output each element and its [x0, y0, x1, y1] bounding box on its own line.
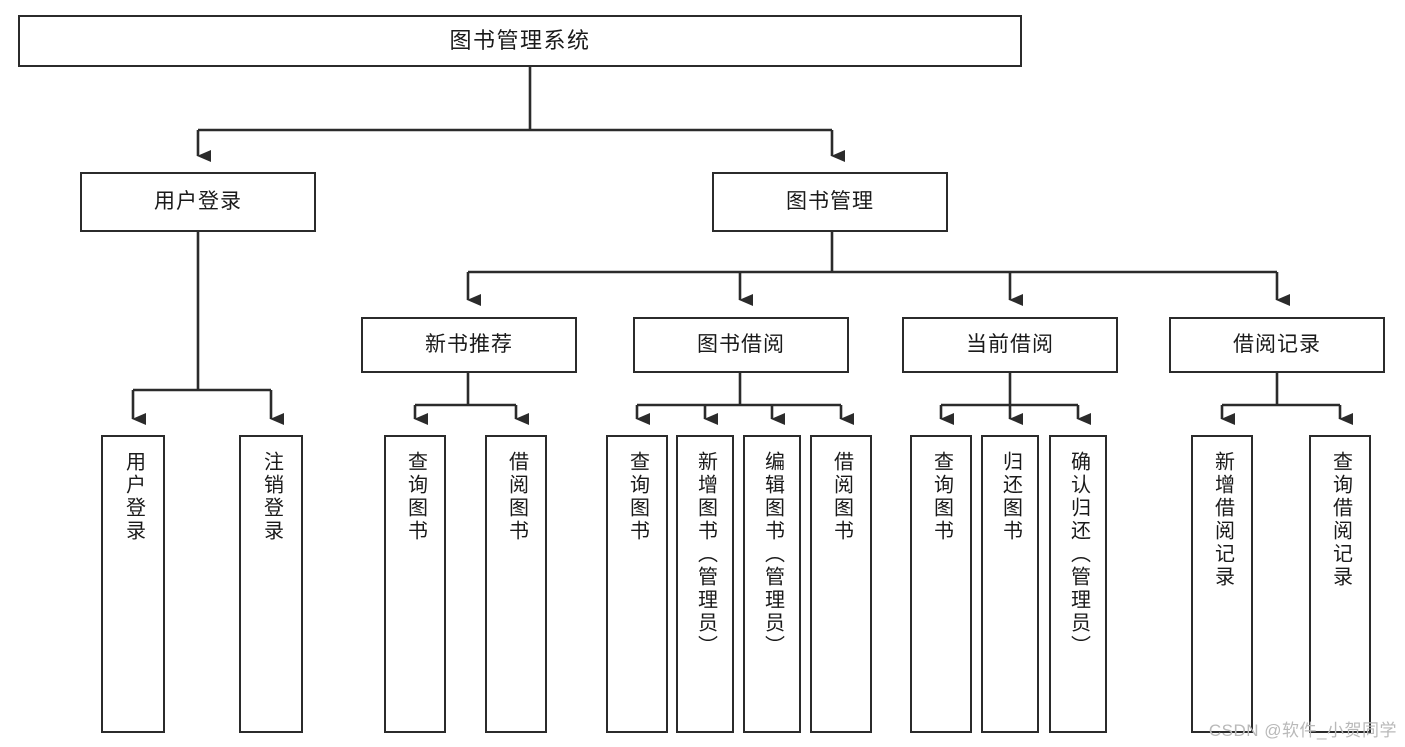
leaf-add-record[interactable]: 新增借阅记录 [1191, 435, 1253, 733]
node-user-login[interactable]: 用户登录 [80, 172, 316, 232]
node-borrow-record[interactable]: 借阅记录 [1169, 317, 1385, 373]
node-label: 当前借阅 [966, 332, 1054, 356]
leaf-borrow-book-2[interactable]: 借阅图书 [810, 435, 872, 733]
leaf-return-book[interactable]: 归还图书 [981, 435, 1039, 733]
node-current-borrow[interactable]: 当前借阅 [902, 317, 1118, 373]
leaf-query-book-3[interactable]: 查询图书 [910, 435, 972, 733]
node-label: 用户登录 [122, 451, 145, 543]
leaf-query-book-1[interactable]: 查询图书 [384, 435, 446, 733]
node-new-book-recommend[interactable]: 新书推荐 [361, 317, 577, 373]
leaf-logout[interactable]: 注销登录 [239, 435, 303, 733]
leaf-user-login[interactable]: 用户登录 [101, 435, 165, 733]
node-label: 借阅记录 [1233, 332, 1321, 356]
node-label: 新增借阅记录 [1211, 451, 1234, 589]
node-label: 查询图书 [930, 451, 953, 543]
leaf-query-book-2[interactable]: 查询图书 [606, 435, 668, 733]
node-label: 用户登录 [154, 189, 242, 213]
node-label: 编辑图书（管理员） [761, 451, 784, 658]
leaf-edit-book[interactable]: 编辑图书（管理员） [743, 435, 801, 733]
node-label: 图书管理系统 [449, 28, 591, 54]
node-label: 查询借阅记录 [1329, 451, 1352, 589]
node-book-borrow[interactable]: 图书借阅 [633, 317, 849, 373]
node-label: 借阅图书 [505, 451, 528, 543]
node-book-management[interactable]: 图书管理 [712, 172, 948, 232]
node-label: 借阅图书 [830, 451, 853, 543]
node-label: 归还图书 [999, 451, 1022, 543]
node-label: 图书管理 [786, 189, 874, 213]
node-label: 注销登录 [260, 451, 283, 543]
node-book-management-system[interactable]: 图书管理系统 [18, 15, 1022, 67]
leaf-borrow-book-1[interactable]: 借阅图书 [485, 435, 547, 733]
leaf-query-record[interactable]: 查询借阅记录 [1309, 435, 1371, 733]
node-label: 查询图书 [626, 451, 649, 543]
node-label: 新增图书（管理员） [694, 451, 717, 658]
node-label: 新书推荐 [425, 332, 513, 356]
leaf-confirm-return[interactable]: 确认归还（管理员） [1049, 435, 1107, 733]
watermark: CSDN @软件_小贺同学 [1208, 721, 1397, 740]
node-label: 确认归还（管理员） [1067, 451, 1090, 658]
node-label: 图书借阅 [697, 332, 785, 356]
leaf-add-book[interactable]: 新增图书（管理员） [676, 435, 734, 733]
node-label: 查询图书 [404, 451, 427, 543]
